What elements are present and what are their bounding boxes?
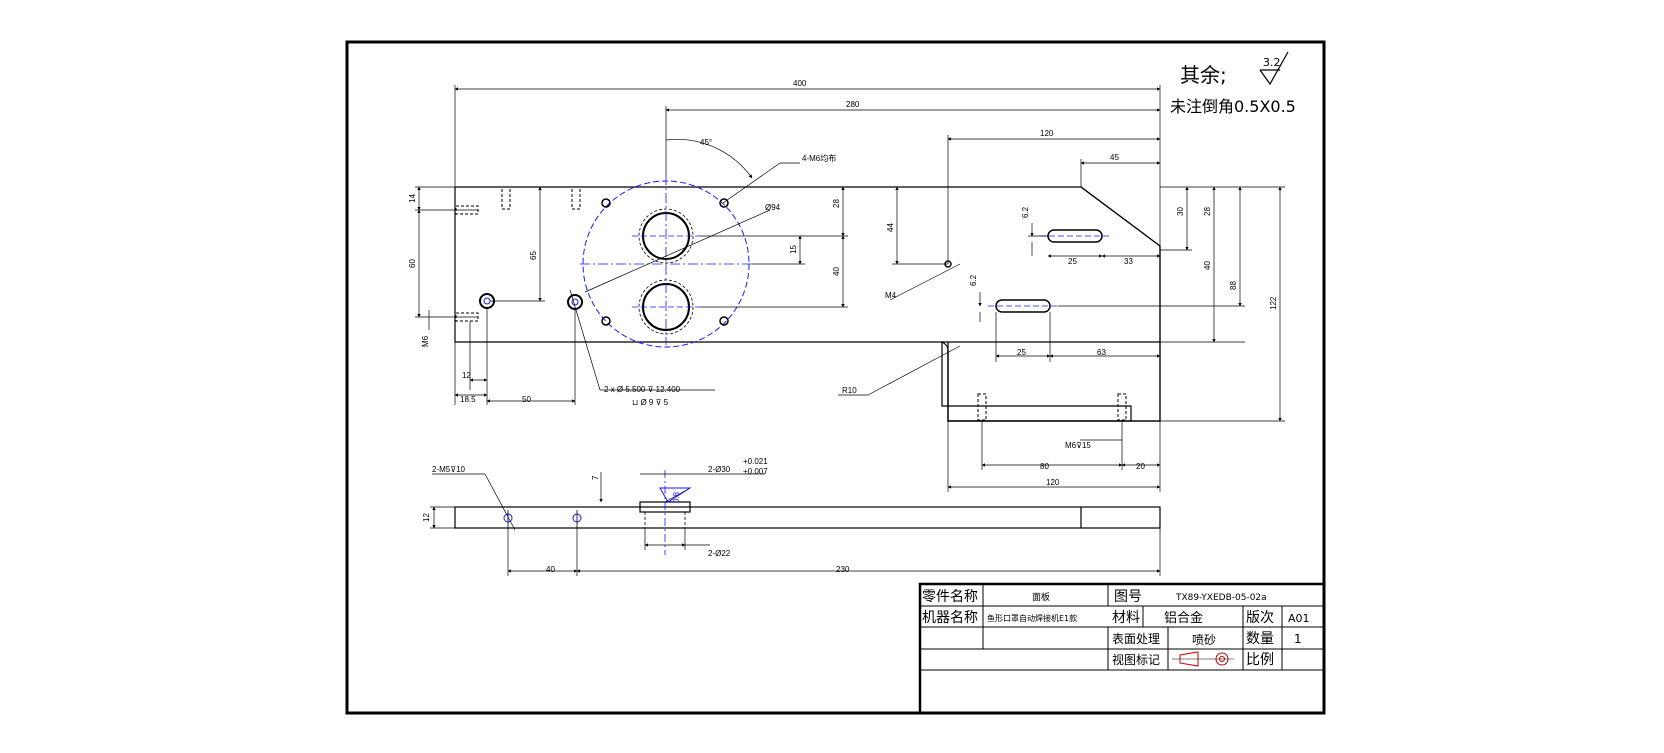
title-block [918, 582, 1326, 715]
tb-revision-label: 版次 [1246, 610, 1274, 626]
dim-50: 50 [522, 395, 531, 404]
dim-25a: 25 [1068, 257, 1077, 266]
roughness-general-value: 3.2 [1263, 56, 1281, 69]
tb-drawing-no: TX89-YXEDB-05-02a [1175, 593, 1267, 603]
dim-20: 20 [1136, 462, 1145, 471]
tb-revision: A01 [1288, 612, 1310, 625]
tb-material-label: 材料 [1112, 610, 1140, 626]
bore-pattern [479, 175, 952, 348]
dim-44: 44 [886, 223, 895, 232]
dim-15: 15 [789, 245, 798, 254]
dim-r10: R10 [842, 386, 857, 395]
tb-qty: 1 [1294, 632, 1302, 646]
top-view [454, 186, 1161, 422]
dim-40-side: 40 [546, 565, 555, 574]
tb-part-name: 面板 [1032, 591, 1050, 603]
dim-m6-15: M6⊽15 [1065, 441, 1091, 450]
dim-40a: 40 [832, 267, 841, 276]
note-qiyu: 其余; [1180, 63, 1227, 87]
dimension-lines [415, 85, 1285, 492]
dim-122: 122 [1269, 296, 1278, 310]
dim-m4: M4 [885, 291, 897, 300]
dim-40b: 40 [1203, 261, 1212, 270]
hole-spec-2: ⊔ Ø 9 ⊽ 5 [632, 398, 669, 407]
dim-dia22: 2-Ø22 [708, 549, 731, 558]
dim-65: 65 [529, 251, 538, 260]
tb-scale-label: 比例 [1246, 652, 1274, 668]
tb-drawing-no-label: 图号 [1114, 589, 1142, 605]
dim-12-side: 12 [422, 513, 431, 522]
dim-angle-45: 45° [700, 138, 712, 147]
dim-dia94: Ø94 [765, 203, 781, 212]
tb-machine-label: 机器名称 [922, 610, 978, 626]
dim-28a: 28 [832, 199, 841, 208]
dim-120-top: 120 [1040, 129, 1054, 138]
dim-230: 230 [836, 565, 850, 574]
dim-25b: 25 [1017, 348, 1026, 357]
dim-60: 60 [408, 259, 417, 268]
dim-6-2a: 6.2 [1021, 206, 1030, 218]
dim-45: 45 [1110, 153, 1119, 162]
dim-30: 30 [1176, 207, 1185, 216]
dim-18-5: 18.5 [460, 395, 476, 404]
dim-120-bottom: 120 [1046, 478, 1060, 487]
dim-28b: 28 [1203, 207, 1212, 216]
note-4-m6: 4-M6均布 [802, 153, 836, 163]
note-chamfer: 未注倒角0.5X0.5 [1170, 97, 1296, 116]
note-m5: 2-M5⊽10 [432, 465, 466, 474]
tb-surface: 喷砂 [1192, 633, 1216, 647]
tb-surface-label: 表面处理 [1112, 632, 1160, 646]
dim-m6: M6 [421, 335, 430, 347]
tb-machine: 鱼形口罩自动焊接机E1款 [987, 613, 1077, 623]
dim-6-2b: 6.2 [969, 274, 978, 286]
tb-part-name-label: 零件名称 [922, 589, 978, 605]
tb-material: 铝合金 [1164, 610, 1203, 626]
tb-view-label: 视图标记 [1112, 652, 1160, 667]
plate-outline [455, 186, 1161, 422]
roughness-symbol-general [1259, 51, 1289, 86]
hole-spec-1: 2 x Ø 5.500 ⊽ 12.400 [604, 385, 681, 394]
dim-33: 33 [1124, 257, 1133, 266]
dim-63: 63 [1097, 348, 1106, 357]
tb-qty-label: 数量 [1246, 631, 1274, 647]
drawing-frame [345, 40, 1326, 715]
dim-80: 80 [1040, 462, 1049, 471]
dim-dia30: 2-Ø30 [708, 465, 731, 474]
slots [455, 186, 1127, 421]
roughness-bore-value: 0.8 [672, 491, 681, 503]
tol-lower: +0.007 [743, 467, 768, 476]
dim-88: 88 [1229, 281, 1238, 290]
roughness-symbol-bore [659, 487, 692, 503]
tol-upper: +0.021 [743, 457, 768, 466]
view-mark-symbol [1172, 651, 1234, 667]
dim-14: 14 [408, 194, 417, 203]
dim-12: 12 [462, 371, 471, 380]
dim-7: 7 [591, 475, 600, 480]
dim-400: 400 [793, 79, 807, 88]
dim-280: 280 [846, 100, 860, 109]
